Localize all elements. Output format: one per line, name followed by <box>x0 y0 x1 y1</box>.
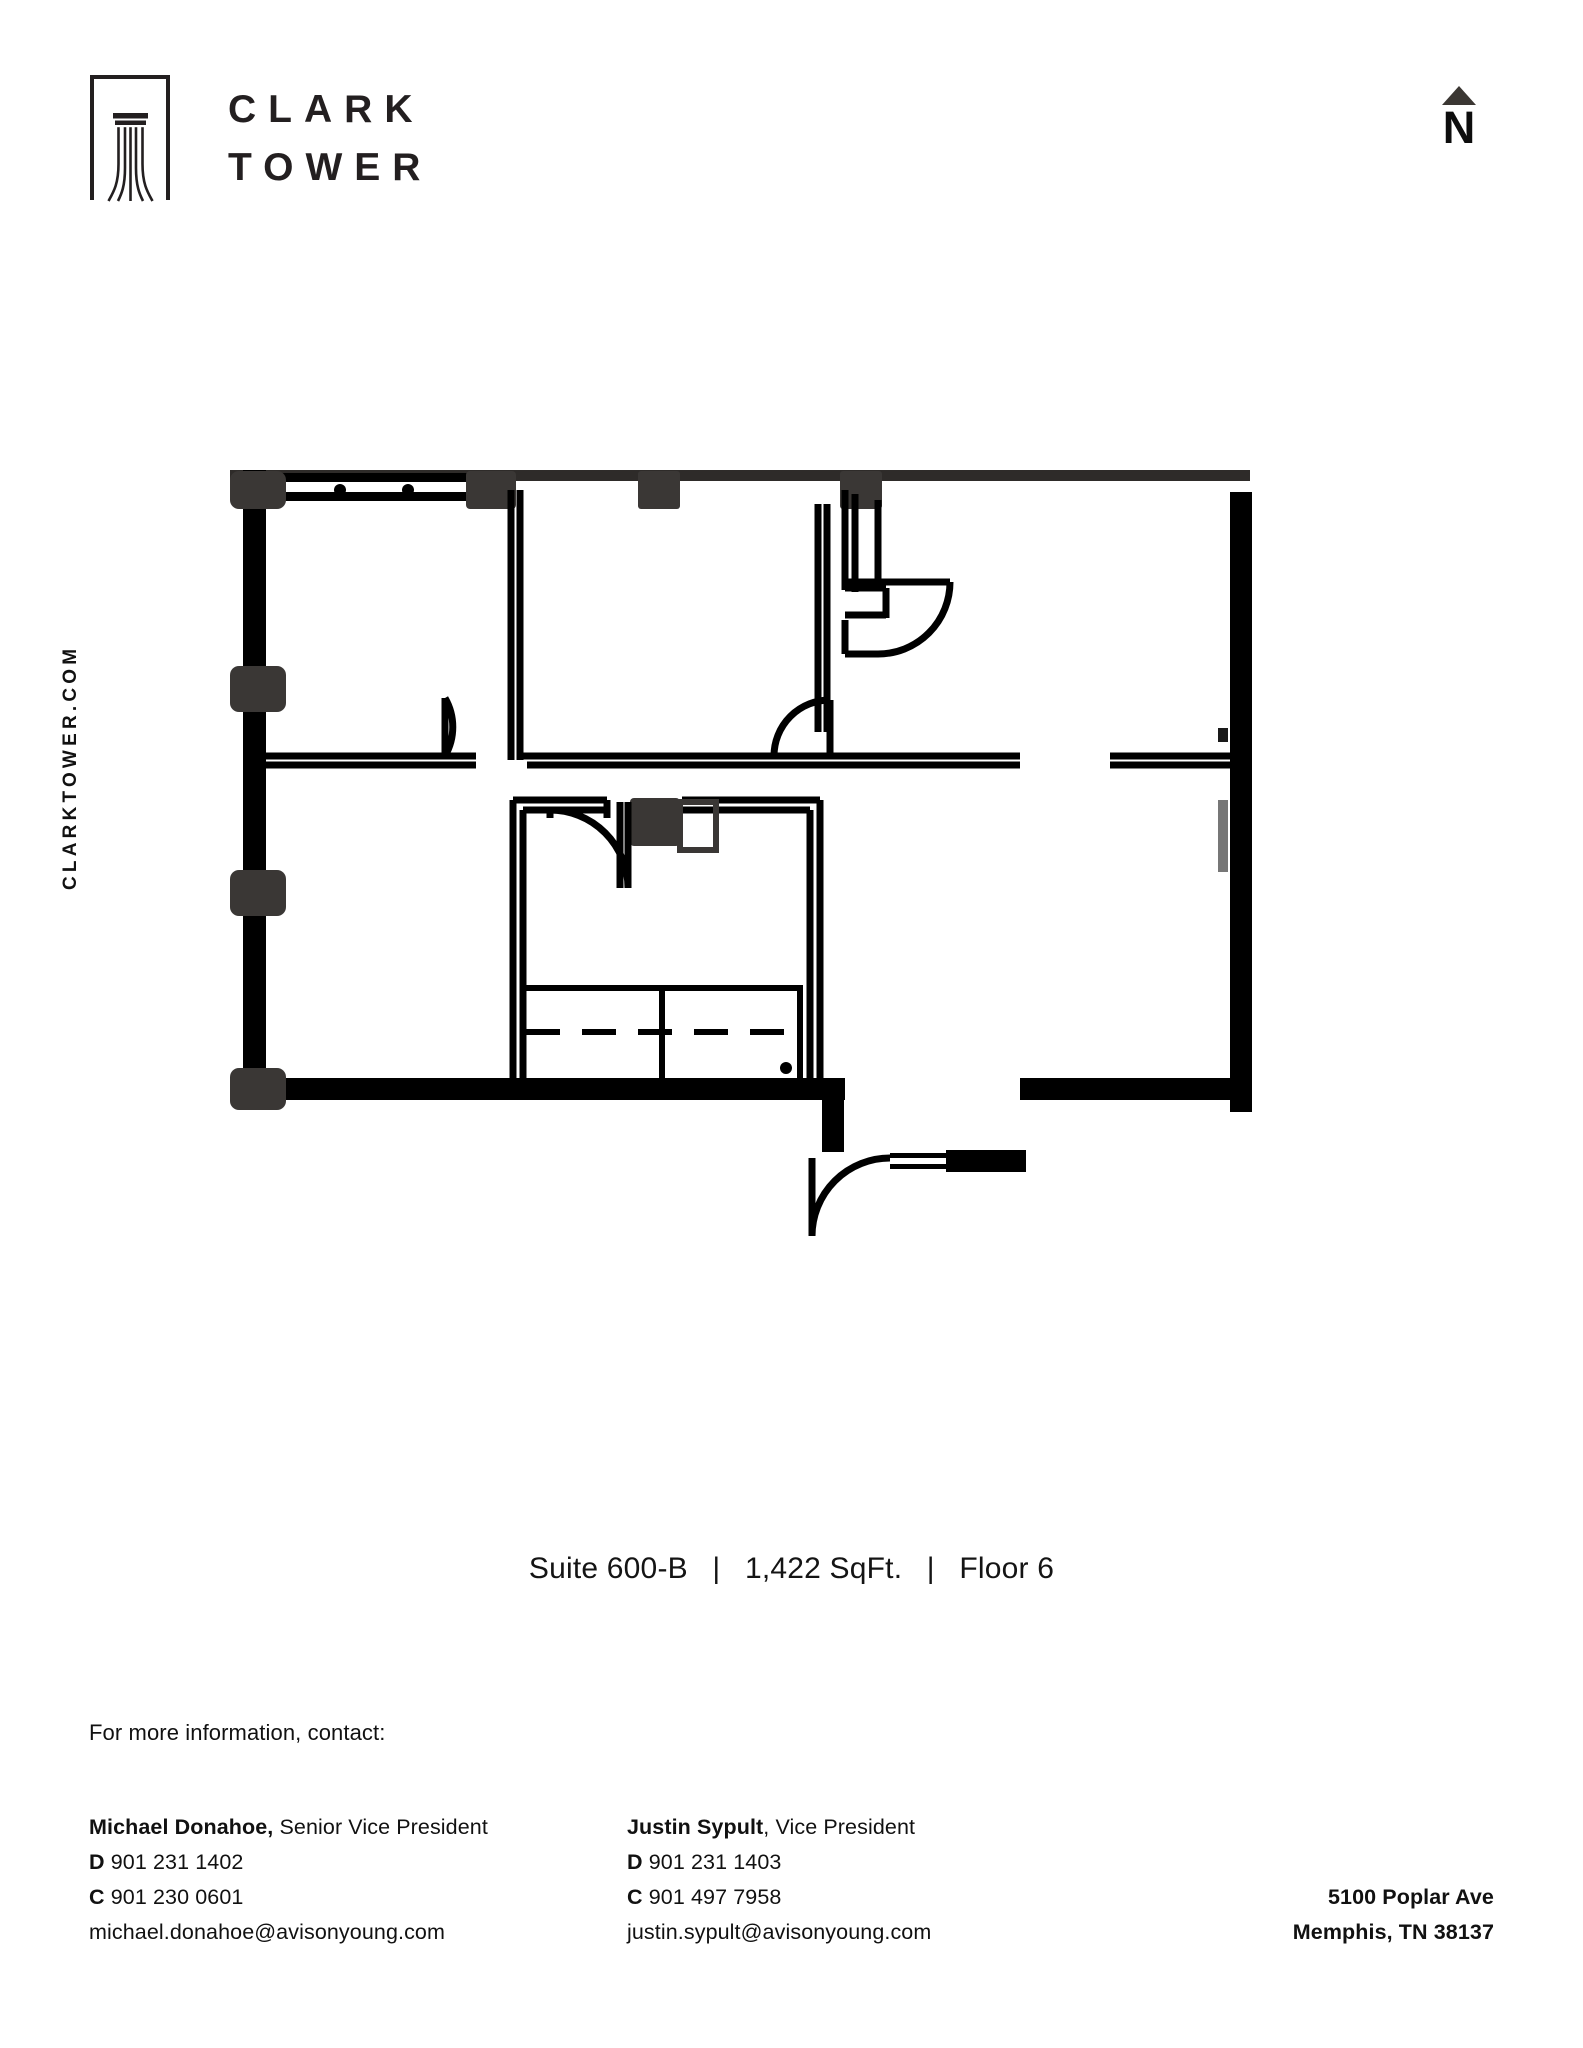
contact-2-direct[interactable]: 901 231 1403 <box>648 1850 782 1874</box>
contact-1-direct[interactable]: 901 231 1402 <box>110 1850 244 1874</box>
southeast-exit-door <box>890 1150 1026 1172</box>
caption-separator-1: | <box>712 1552 721 1585</box>
structural-columns <box>230 471 882 1110</box>
floor-plan <box>230 470 1340 1440</box>
contact-1-direct-line: D 901 231 1402 <box>89 1845 488 1880</box>
east-wall-detail <box>1218 728 1228 872</box>
clark-tower-column-mark <box>90 75 170 202</box>
contact-2-name: Justin Sypult <box>627 1815 764 1839</box>
contact-2-cell-line: C 901 497 7958 <box>627 1880 931 1915</box>
property-address: 5100 Poplar Ave Memphis, TN 38137 <box>1293 1880 1494 1950</box>
contact-card-1: Michael Donahoe, Senior Vice President D… <box>89 1810 488 1950</box>
north-indicator: N <box>1432 86 1486 150</box>
address-line-2: Memphis, TN 38137 <box>1292 1920 1494 1944</box>
contact-2-direct-line: D 901 231 1403 <box>627 1845 931 1880</box>
column-n3 <box>840 471 882 509</box>
suite-number: Suite 600-B <box>528 1552 688 1585</box>
page-header: CLARK TOWER N <box>0 0 1583 260</box>
contact-1-title: Senior Vice President <box>273 1815 488 1839</box>
column-sw <box>230 1068 286 1110</box>
column-w1 <box>230 666 286 712</box>
suite-caption: Suite 600-B | 1,422 SqFt. | Floor 6 <box>0 1552 1583 1586</box>
contact-2-cell-label: C <box>627 1885 643 1909</box>
contact-1-cell-label: C <box>89 1885 105 1909</box>
contact-1-name-line: Michael Donahoe, Senior Vice President <box>89 1810 488 1845</box>
brand-wordmark-line2: TOWER <box>228 145 433 189</box>
contact-2-email[interactable]: justin.sypult@avisonyoung.com <box>627 1920 932 1944</box>
brand-wordmark-line1: CLARK <box>228 87 425 131</box>
north-label: N <box>1442 102 1476 153</box>
north-arrow-icon <box>1442 86 1476 105</box>
contact-1-cell[interactable]: 901 230 0601 <box>110 1885 244 1909</box>
interior-partitions <box>266 490 1230 769</box>
contact-2-cell[interactable]: 901 497 7958 <box>648 1885 782 1909</box>
brand-logo[interactable]: CLARK TOWER <box>88 72 432 204</box>
page-footer: For more information, contact: Michael D… <box>0 1720 1583 2048</box>
contact-2-title: , Vice President <box>763 1815 916 1839</box>
brand-wordmark: CLARK TOWER <box>228 90 432 187</box>
contact-1-email[interactable]: michael.donahoe@avisonyoung.com <box>89 1920 446 1944</box>
column-nw <box>230 471 286 509</box>
address-line-1: 5100 Poplar Ave <box>1327 1885 1494 1909</box>
contact-2-name-line: Justin Sypult, Vice President <box>627 1810 931 1845</box>
website-vertical-label[interactable]: CLARKTOWER.COM <box>60 644 81 890</box>
floor-plan-drawing <box>230 470 1252 1237</box>
column-furring <box>677 799 719 853</box>
north-window-wall <box>266 473 488 501</box>
contact-prompt: For more information, contact: <box>89 1720 386 1745</box>
northeast-closet <box>841 490 950 619</box>
column-n1 <box>466 471 516 509</box>
column-w2 <box>230 870 286 916</box>
exterior-walls <box>230 470 1252 1152</box>
suite-sqft: 1,422 SqFt. <box>744 1552 903 1585</box>
contact-1-direct-label: D <box>89 1850 105 1874</box>
column-n2 <box>638 471 680 509</box>
suite-floor: Floor 6 <box>959 1552 1055 1585</box>
contact-1-name: Michael Donahoe, <box>89 1815 274 1839</box>
column-center <box>630 798 680 846</box>
base-cabinet-casework <box>520 985 803 1078</box>
contact-card-2: Justin Sypult, Vice President D 901 231 … <box>627 1810 931 1950</box>
contact-1-cell-line: C 901 230 0601 <box>89 1880 488 1915</box>
contact-2-direct-label: D <box>627 1850 643 1874</box>
caption-separator-2: | <box>926 1552 935 1585</box>
